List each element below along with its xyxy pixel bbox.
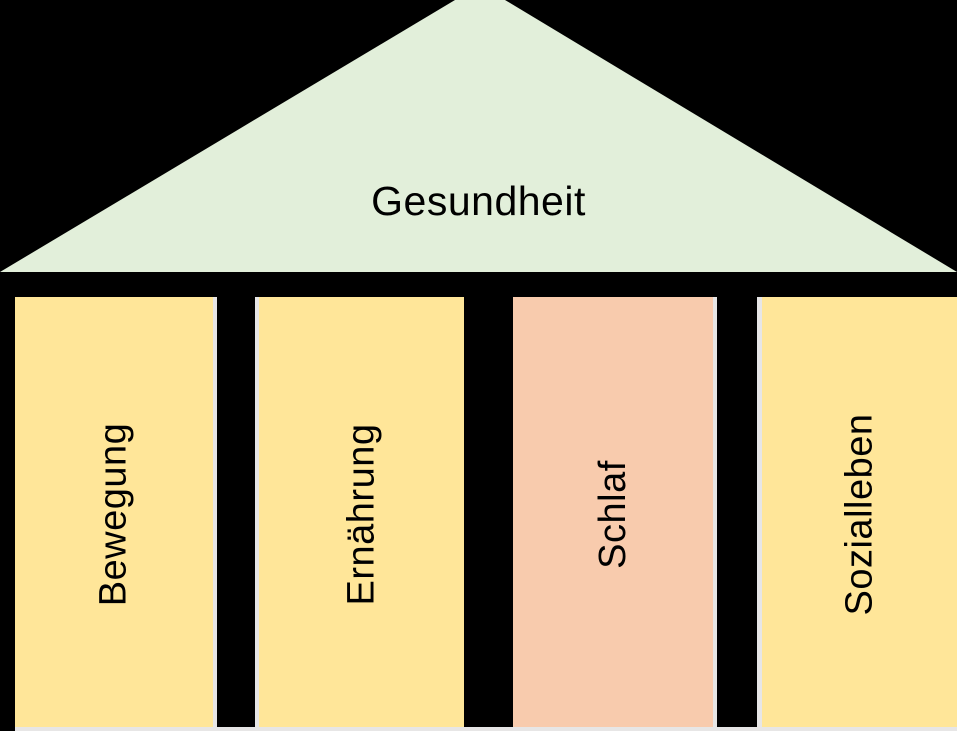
pillar-bewegung: Bewegung	[15, 297, 217, 731]
roof-triangle	[0, 0, 957, 272]
pillar-ernaehrung-label: Ernährung	[340, 423, 382, 605]
pillar-ernaehrung: Ernährung	[255, 297, 464, 731]
pillar-sozialleben: Sozialleben	[757, 297, 957, 731]
pillar-sozialleben-label: Sozialleben	[838, 413, 881, 615]
beam-bar	[0, 272, 957, 297]
pillar-bewegung-label: Bewegung	[92, 422, 135, 606]
roof-title: Gesundheit	[371, 178, 586, 224]
pillar-schlaf: Schlaf	[513, 297, 717, 731]
pillar-schlaf-label: Schlaf	[591, 459, 634, 569]
base-line	[15, 727, 957, 731]
